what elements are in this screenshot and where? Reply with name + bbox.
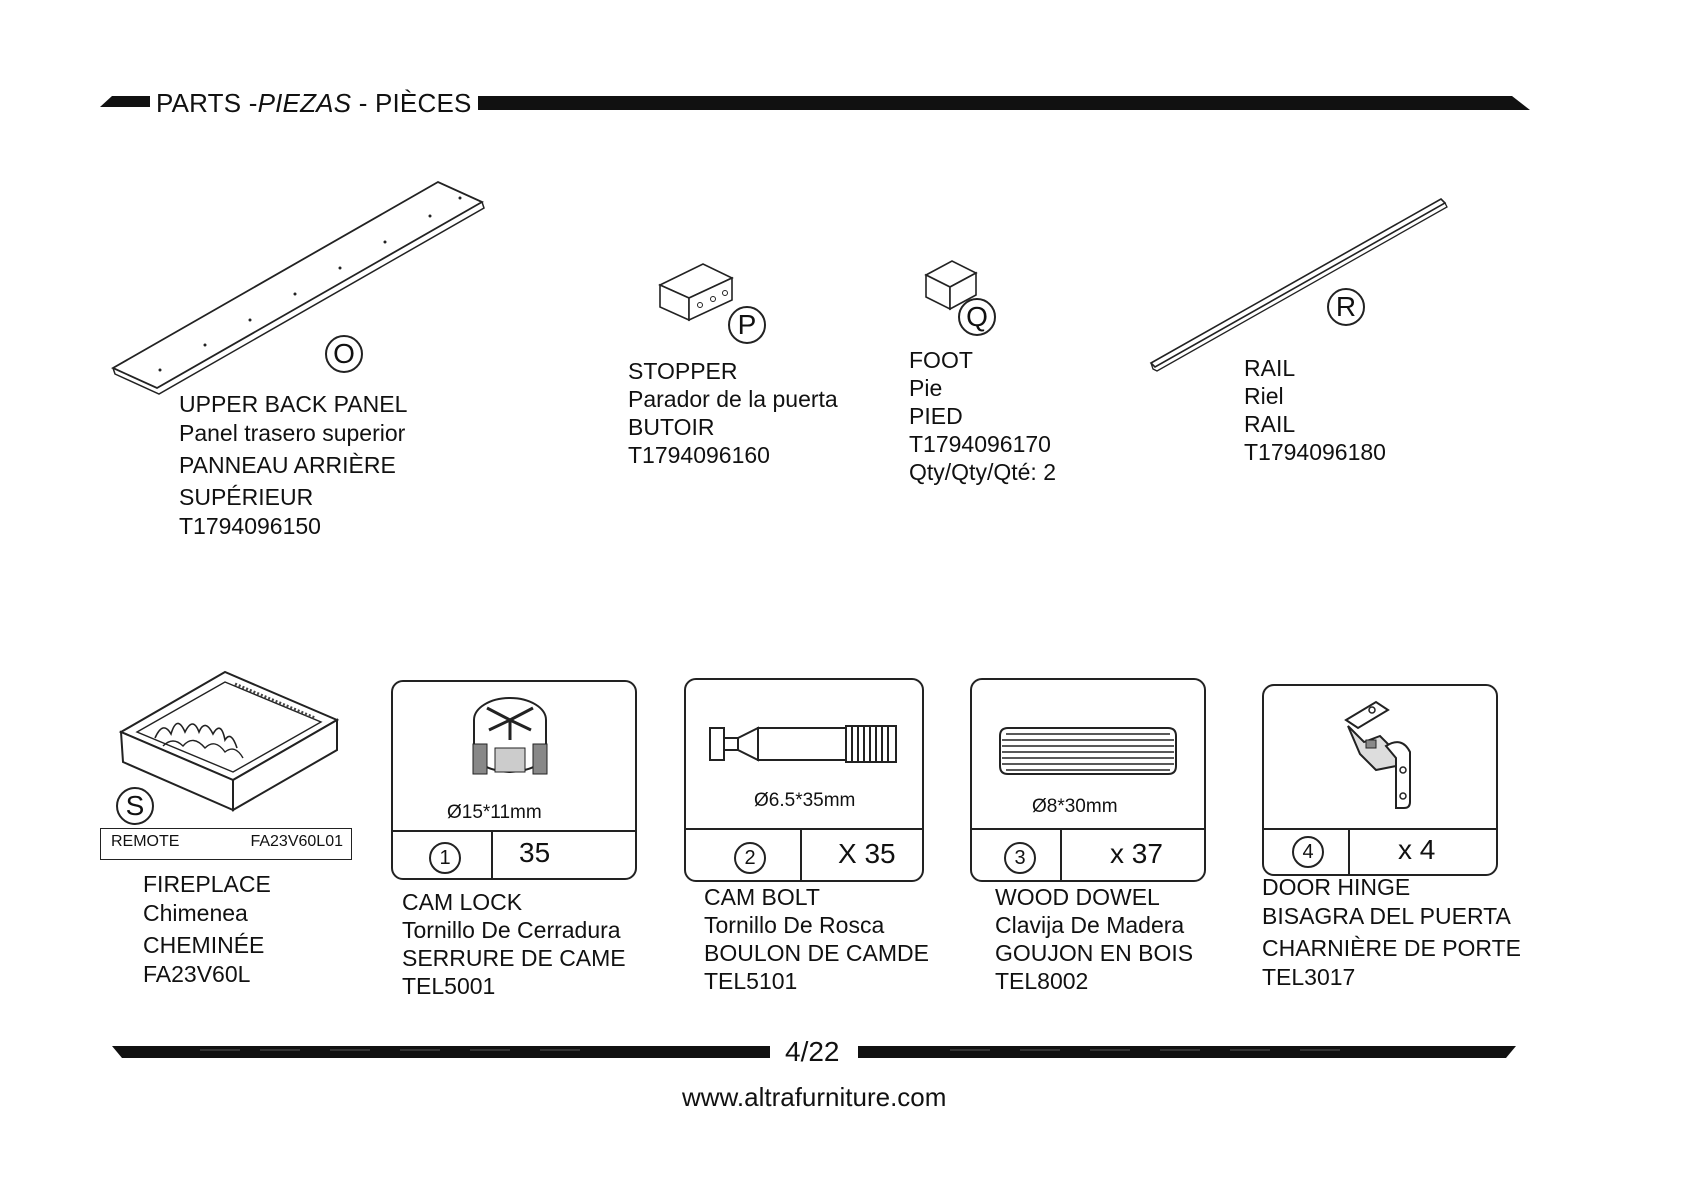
website-url[interactable]: www.altrafurniture.com [682,1082,947,1112]
part-p-description: STOPPER Parador de la puerta BUTOIR T179… [628,358,838,468]
cam-lock-dimension: Ø15*11mm [447,802,542,823]
foot-illustration [924,260,978,311]
door-hinge-illustration [1344,700,1411,809]
wood-dowel-dimension: Ø8*30mm [1032,796,1118,817]
upper-back-panel-illustration [111,180,485,395]
fireplace-illustration [118,670,340,812]
wood-dowel-description: WOOD DOWEL Clavija De Madera GOUJON EN B… [995,884,1194,994]
part-q-description: FOOT Pie PIED T1794096170 Qty/Qty/Qté: 2 [909,347,1056,485]
item-number-3: 3 [1004,842,1036,874]
cam-lock-illustration [472,697,548,775]
cam-lock-quantity: 35 [519,837,551,868]
part-letter-p: P [728,306,766,344]
rail-illustration [1149,198,1448,372]
cam-bolt-quantity: X 35 [838,838,896,869]
door-hinge-quantity: x 4 [1398,834,1436,865]
part-letter-s: S [116,787,154,825]
item-number-2: 2 [734,842,766,874]
wood-dowel-quantity: x 37 [1110,838,1163,869]
footer-bar [112,1046,1516,1058]
cam-lock-description: CAM LOCK Tornillo De Cerradura SERRURE D… [402,889,626,999]
fireplace-description: FIREPLACE Chimenea CHEMINÉE FA23V60L [143,871,271,987]
door-hinge-description: DOOR HINGE BISAGRA DEL PUERTA CHARNIÈRE … [1262,874,1522,990]
part-letter-q: Q [958,298,996,336]
page-number: 4/22 [785,1036,840,1067]
item-number-1: 1 [429,842,461,874]
wood-dowel-illustration [999,727,1177,775]
part-r-description: RAIL Riel RAIL T1794096180 [1244,355,1386,465]
part-o-description: UPPER BACK PANEL Panel trasero superior … [179,391,408,539]
cam-bolt-description: CAM BOLT Tornillo De Rosca BOULON DE CAM… [704,884,929,994]
item-number-4: 4 [1292,836,1324,868]
cam-bolt-dimension: Ø6.5*35mm [754,790,856,811]
cam-bolt-illustration [709,725,897,763]
cam-lock-box: Ø15*11mm 1 35 [391,680,637,880]
section-title: PARTS -PIEZAS - PIÈCES [156,88,472,118]
part-letter-r: R [1327,288,1365,326]
remote-label-box: REMOTE FA23V60L01 [100,828,352,860]
stopper-illustration [658,263,734,322]
part-letter-o: O [325,335,363,373]
door-hinge-box: 4 x 4 [1262,684,1498,876]
cam-bolt-box: Ø6.5*35mm 2 X 35 [684,678,924,882]
header-bar [100,96,1530,110]
wood-dowel-box: Ø8*30mm 3 x 37 [970,678,1206,882]
